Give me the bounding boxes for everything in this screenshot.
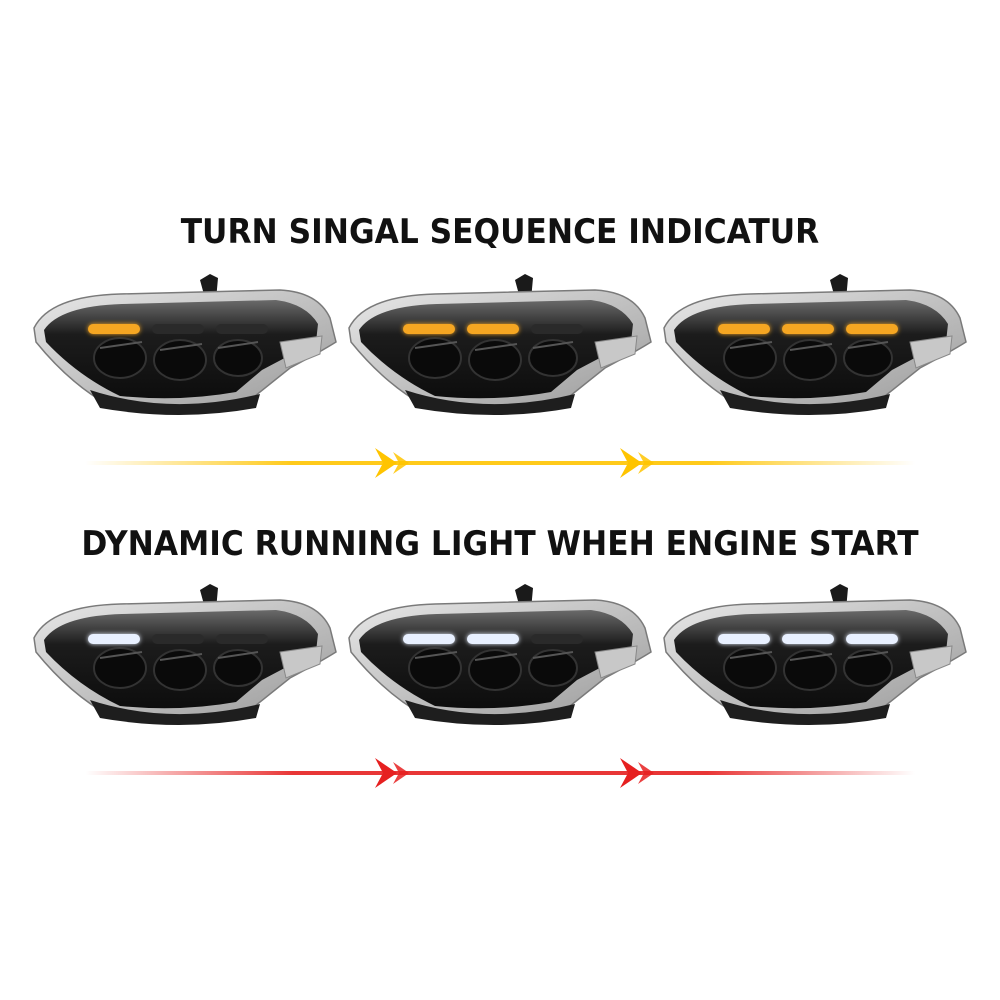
light-segment	[403, 634, 455, 644]
light-segment	[152, 634, 204, 644]
light-segment	[718, 634, 770, 644]
light-segment	[467, 634, 519, 644]
turn-signal-headlight-2	[345, 272, 655, 422]
light-segment	[846, 324, 898, 334]
light-segment	[846, 634, 898, 644]
light-segment	[467, 324, 519, 334]
turn-signal-title: TURN SINGAL SEQUENCE INDICATUR	[180, 212, 820, 252]
light-segment	[88, 324, 140, 334]
light-segment	[216, 634, 268, 644]
running-light-title: DYNAMIC RUNNING LIGHT WHEH ENGINE START	[81, 524, 919, 564]
turn-signal-headlight-3	[660, 272, 970, 422]
running-light-headlight-3	[660, 582, 970, 732]
running-light-headlight-2	[345, 582, 655, 732]
light-segment	[403, 324, 455, 334]
light-segment	[531, 324, 583, 334]
light-segment	[216, 324, 268, 334]
turn-signal-headlight-1	[30, 272, 340, 422]
light-segment	[782, 324, 834, 334]
light-segment	[152, 324, 204, 334]
running-light-headlight-1	[30, 582, 340, 732]
light-segment	[782, 634, 834, 644]
light-segment	[718, 324, 770, 334]
running-light-arrow-row	[85, 748, 915, 798]
turn-signal-arrow-row	[85, 438, 915, 488]
light-segment	[531, 634, 583, 644]
light-segment	[88, 634, 140, 644]
